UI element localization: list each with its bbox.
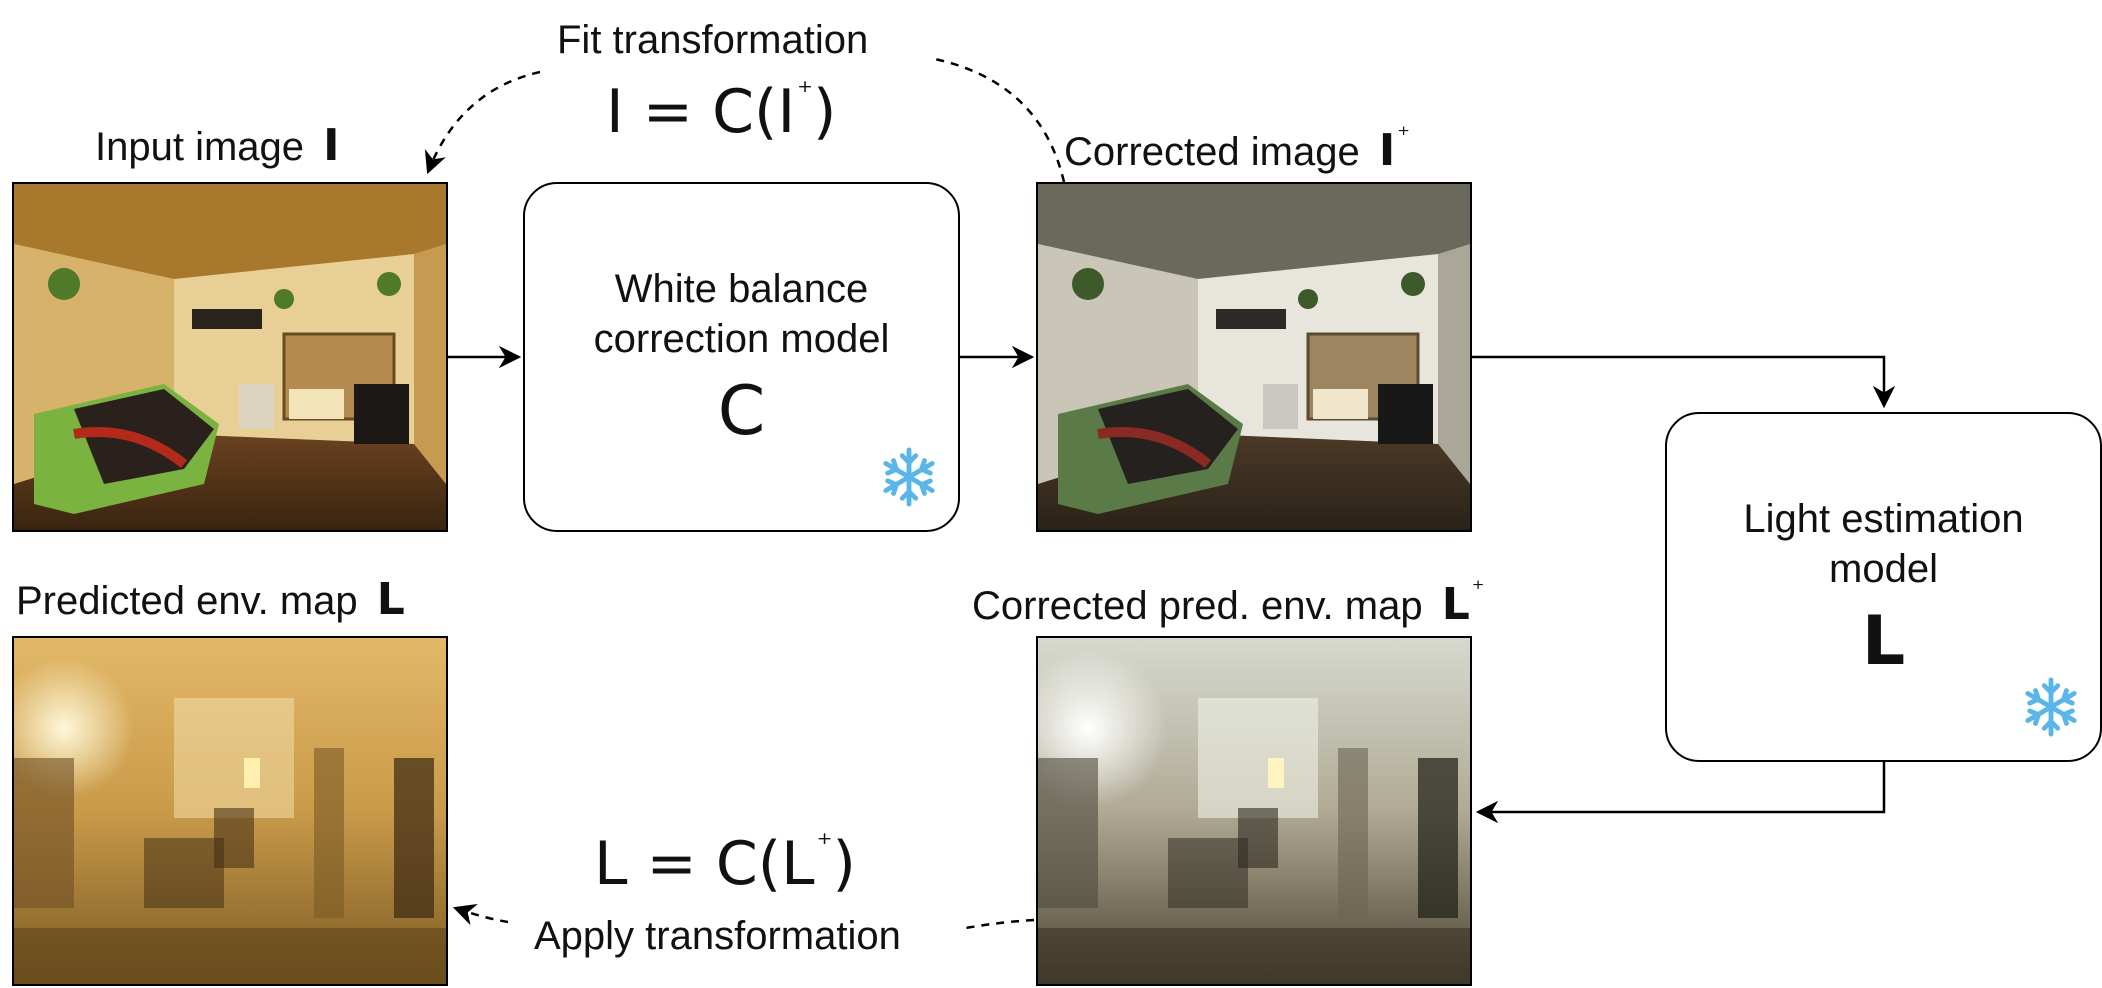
input-image [12,182,448,532]
predicted-env-map [12,636,448,986]
predicted-env-map-label-text: Predicted env. map [16,579,358,623]
fit-formula-eq: = C( [623,77,778,147]
light-estimation-model-box: Light estimation model L [1665,412,2102,762]
corrected-env-map-sup: ⁺ [1471,576,1485,603]
corrected-env-map-label-text: Corrected pred. env. map [972,584,1423,628]
apply-transformation-label: Apply transformation [534,914,901,958]
corrected-env-map-label: Corrected pred. env. map L⁺ [972,578,1484,627]
snowflake-icon [2025,677,2077,737]
corrected-image-label: Corrected image I⁺ [1064,124,1410,173]
arrow-corrected-to-light-model [1472,355,1896,409]
corrected-room-scene [1038,184,1470,530]
input-image-label-text: Input image [95,125,305,169]
dashed-apply-transformation-arc [452,903,1035,930]
white-balance-model-symbol: C [717,371,766,451]
corrected-image-sup: ⁺ [1397,122,1410,149]
apply-formula-close: ) [832,829,856,899]
apply-formula-lhs: L [594,829,628,899]
light-estimation-model-line2: model [1829,546,1938,591]
corrected-env-map-render [1038,638,1470,984]
apply-formula-sup: ⁺ [816,827,833,862]
corrected-image [1036,182,1472,532]
fit-formula-lhs: I [606,77,624,147]
input-room-scene [14,184,446,530]
dashed-fit-transformation-arc [424,56,1066,183]
input-image-symbol: I [323,120,340,171]
white-balance-model-line2: correction model [593,316,890,361]
fit-formula-arg: I [777,77,796,147]
input-image-label: Input image I [95,124,340,168]
apply-formula-arg: L [781,829,815,899]
fit-formula-close: ) [812,77,837,147]
fit-transformation-label: Fit transformation [557,18,869,62]
fit-formula: I = C(I⁺) [606,75,836,143]
predicted-env-map-symbol: L [376,574,405,625]
fit-formula-sup: ⁺ [797,75,813,110]
corrected-env-map [1036,636,1472,986]
corrected-env-map-symbol: L [1441,579,1470,630]
predicted-env-map-render [14,638,446,984]
light-estimation-model-symbol: L [1861,601,1906,681]
snowflake-icon [883,447,935,507]
apply-formula: L = C(L⁺) [594,827,856,895]
light-estimation-model-line1: Light estimation [1743,496,2024,541]
predicted-env-map-label: Predicted env. map L [16,578,405,622]
corrected-image-label-text: Corrected image [1064,130,1360,174]
apply-formula-eq: = C( [627,829,782,899]
white-balance-model-line1: White balance [614,266,869,311]
arrow-light-model-to-corrected-env [1475,762,1886,824]
corrected-image-symbol: I [1378,125,1396,176]
